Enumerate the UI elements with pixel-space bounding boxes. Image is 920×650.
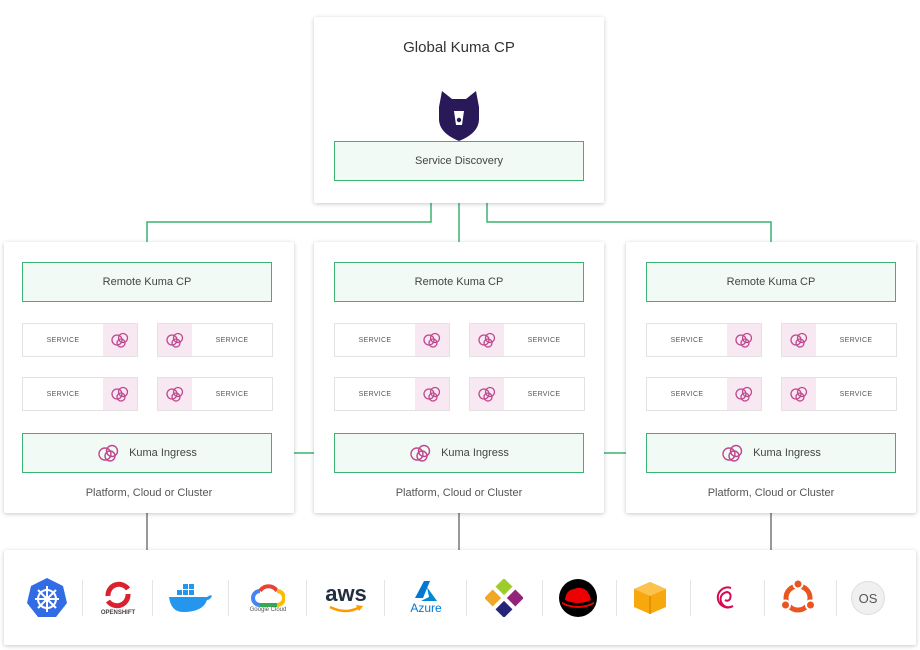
centos-icon [466, 575, 542, 621]
remote-kuma-cp-box: Remote Kuma CP [646, 262, 896, 302]
mesh-ingress-icon [98, 444, 119, 462]
zone-footer-label: Platform, Cloud or Cluster [707, 487, 835, 499]
service-tile: SERVICE [781, 323, 897, 357]
service-tile: SERVICE [781, 377, 897, 411]
zone-footer-label: Platform, Cloud or Cluster [85, 487, 213, 499]
logo-divider [616, 580, 617, 616]
global-cp-card: Global Kuma CP Service Discovery [314, 17, 604, 203]
docker-icon [152, 575, 228, 621]
service-label: SERVICE [358, 336, 392, 344]
service-label: SERVICE [46, 336, 80, 344]
logo-divider [764, 580, 765, 616]
service-tile: SERVICE [646, 377, 762, 411]
service-tile: SERVICE [469, 323, 585, 357]
mesh-sidecar-icon [782, 324, 816, 356]
openshift-icon: OPENSHIFT [80, 575, 156, 621]
service-tile: SERVICE [22, 323, 138, 357]
service-tile: SERVICE [22, 377, 138, 411]
mesh-sidecar-icon [782, 378, 816, 410]
service-label: SERVICE [215, 336, 249, 344]
service-tile: SERVICE [646, 323, 762, 357]
mesh-sidecar-icon [470, 378, 504, 410]
mesh-ingress-icon [722, 444, 743, 462]
service-tile: SERVICE [334, 323, 450, 357]
mesh-ingress-icon [410, 444, 431, 462]
service-label: SERVICE [670, 390, 704, 398]
azure-icon: Azure [388, 575, 464, 621]
service-tile: SERVICE [157, 323, 273, 357]
mesh-sidecar-icon [470, 324, 504, 356]
mesh-sidecar-icon [158, 378, 192, 410]
aws-label: aws [325, 581, 367, 606]
service-label: SERVICE [527, 390, 561, 398]
logo-divider [306, 580, 307, 616]
mesh-sidecar-icon [158, 324, 192, 356]
zone-footer-label: Platform, Cloud or Cluster [395, 487, 523, 499]
azure-label: Azure [410, 601, 442, 615]
service-label: SERVICE [527, 336, 561, 344]
service-label: SERVICE [46, 390, 80, 398]
kuma-ingress-label: Kuma Ingress [441, 447, 509, 459]
kuma-bear-icon [439, 91, 479, 141]
mesh-sidecar-icon [415, 378, 449, 410]
google-cloud-label: Google Cloud [249, 607, 287, 613]
service-label: SERVICE [670, 336, 704, 344]
service-discovery-box: Service Discovery [334, 141, 584, 181]
remote-kuma-cp-box: Remote Kuma CP [22, 262, 272, 302]
service-label: SERVICE [358, 390, 392, 398]
global-cp-title: Global Kuma CP [403, 39, 515, 56]
logo-divider [542, 580, 543, 616]
kuma-ingress-box: Kuma Ingress [334, 433, 584, 473]
mesh-sidecar-icon [103, 324, 137, 356]
openshift-label: OPENSHIFT [100, 610, 136, 616]
remote-kuma-cp-box: Remote Kuma CP [334, 262, 584, 302]
mesh-sidecar-icon [727, 324, 761, 356]
service-label: SERVICE [839, 336, 873, 344]
redhat-icon [540, 575, 616, 621]
logo-divider [466, 580, 467, 616]
logo-divider [836, 580, 837, 616]
macos-label: OS [858, 590, 878, 606]
macos-icon: OS [830, 575, 906, 621]
ubuntu-icon [760, 575, 836, 621]
mesh-sidecar-icon [727, 378, 761, 410]
logo-divider [228, 580, 229, 616]
kuma-ingress-box: Kuma Ingress [22, 433, 272, 473]
google-cloud-icon: Google Cloud [230, 575, 306, 621]
kubernetes-icon [9, 575, 85, 621]
service-label: SERVICE [215, 390, 249, 398]
kuma-ingress-box: Kuma Ingress [646, 433, 896, 473]
kuma-ingress-label: Kuma Ingress [129, 447, 197, 459]
mesh-sidecar-icon [103, 378, 137, 410]
aws-icon: aws [308, 575, 384, 621]
kuma-ingress-label: Kuma Ingress [753, 447, 821, 459]
service-tile: SERVICE [469, 377, 585, 411]
logo-divider [152, 580, 153, 616]
service-tile: SERVICE [157, 377, 273, 411]
debian-icon [688, 575, 764, 621]
logo-divider [82, 580, 83, 616]
amazon-linux-icon [612, 575, 688, 621]
logo-divider [690, 580, 691, 616]
service-label: SERVICE [839, 390, 873, 398]
service-tile: SERVICE [334, 377, 450, 411]
mesh-sidecar-icon [415, 324, 449, 356]
logo-divider [384, 580, 385, 616]
